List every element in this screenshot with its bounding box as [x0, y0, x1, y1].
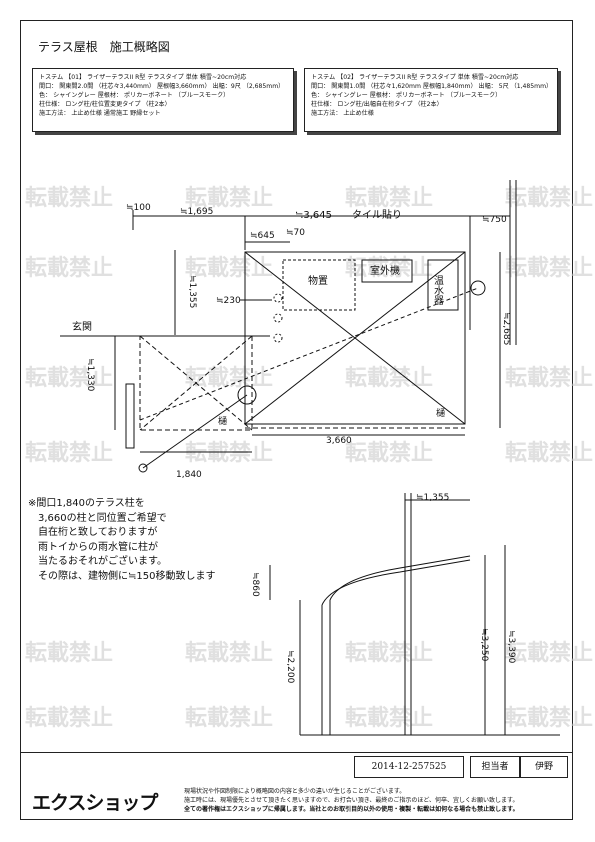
watermark: 転載禁止 [345, 365, 433, 391]
dim-label: ≒1,330 [85, 358, 95, 392]
watermark: 転載禁止 [185, 705, 273, 731]
watermark: 転載禁止 [185, 255, 273, 281]
door-mark [125, 383, 135, 449]
tantou-label: 担当者 [470, 756, 520, 778]
pole [273, 333, 283, 343]
spec-line: 施工方法： 上止め仕様 [311, 110, 374, 117]
watermark: 転載禁止 [505, 185, 593, 211]
watermark: 転載禁止 [25, 365, 113, 391]
note-line: 雨トイからの雨水管に柱が [38, 541, 158, 553]
dim-label: 3,660 [326, 436, 352, 446]
watermark: 転載禁止 [25, 640, 113, 666]
dim-label: ≒645 [250, 231, 275, 241]
spec-line: 間口： 関東間2.0間 （柱芯々3,440mm） 屋根幅3,660mm） 出幅：… [39, 83, 285, 90]
note-line: 当たるおそれがございます。 [38, 556, 167, 568]
outdoor-unit-label: 室外機 [370, 264, 400, 277]
spec-line: 柱仕様： ロング柱/出幅自在桁タイプ （柱2本） [311, 101, 443, 108]
watermark: 転載禁止 [345, 440, 433, 466]
watermark: 転載禁止 [185, 185, 273, 211]
page-title: テラス屋根 施工概略図 [38, 40, 170, 54]
watermark: 転載禁止 [185, 440, 273, 466]
watermark: 転載禁止 [345, 185, 433, 211]
pole [273, 313, 283, 323]
dim-label: ≒1,355 [187, 275, 197, 308]
footer-line: 施工時には、現場優先とさせて頂きたく思いますので、お打合い頂き、最終のご指示のほ… [184, 797, 519, 804]
watermark: 転載禁止 [505, 255, 593, 281]
watermark: 転載禁止 [505, 705, 593, 731]
doc-number: 2014-12-257525 [354, 756, 464, 778]
spec-box-01: トステム 【01】 ライザーテラスII R型 テラスタイプ 単体 積雪~20cm… [32, 68, 294, 132]
dim-label: 1,840 [176, 470, 202, 480]
watermark: 転載禁止 [25, 705, 113, 731]
watermark: 転載禁止 [25, 185, 113, 211]
storage-shed [282, 259, 356, 311]
spec-line: 柱仕様： ロング柱/柱位置変更タイプ （柱2本） [39, 101, 171, 108]
watermark: 転載禁止 [505, 365, 593, 391]
spec-box-02: トステム 【02】 ライザーテラスII R型 テラスタイプ 単体 積雪~20cm… [304, 68, 558, 132]
roof-diagonal [139, 335, 253, 431]
dim-label: ≒230 [216, 296, 241, 306]
spec-line: 色： シャイングレー 屋根材： ポリカーボネート （ブルースモーク） [311, 92, 502, 99]
spec-line: トステム 【01】 ライザーテラスII R型 テラスタイプ 単体 積雪~20cm… [39, 74, 247, 81]
note-line: ※間口1,840のテラス柱を [28, 498, 145, 509]
watermark: 転載禁止 [25, 255, 113, 281]
drawing-frame [20, 20, 573, 820]
watermark: 転載禁止 [505, 640, 593, 666]
dim-label: ≒2,200 [285, 650, 295, 684]
terrace-main [244, 251, 466, 425]
watermark: 転載禁止 [505, 440, 593, 466]
post-marker [138, 463, 148, 473]
spec-line: 施工方法： 上止め仕様 通常施工 野縁セット [39, 110, 161, 117]
footer-divider [20, 752, 573, 753]
gutter-label: 樋 [436, 407, 445, 419]
note-line: 自在桁と致しておりますが [38, 527, 158, 539]
note-line: 3,660の柱と同位置ご希望で [38, 512, 167, 524]
water-heater-label: 温水器 [432, 275, 444, 306]
storage-label: 物置 [308, 274, 328, 287]
watermark: 転載禁止 [345, 705, 433, 731]
watermark: 転載禁止 [345, 640, 433, 666]
tile-label: タイル貼り [352, 208, 402, 221]
dim-label: ≒3,645 [295, 210, 332, 221]
tantou-name: 伊野 [520, 756, 568, 778]
pole [273, 293, 283, 303]
watermark: 転載禁止 [25, 440, 113, 466]
watermark: 転載禁止 [185, 640, 273, 666]
dim-label: ≒70 [286, 228, 305, 238]
water-heater [427, 259, 459, 311]
note-line: その際は、建物側に≒150移動致します [38, 570, 216, 582]
company-logo: エクスショップ [32, 792, 158, 814]
gutter-label: 樋 [218, 415, 227, 427]
watermark: 転載禁止 [185, 365, 273, 391]
dim-label: ≒2,685 [501, 312, 511, 345]
drain-line [139, 287, 479, 421]
dim-label: ≒3,390 [506, 630, 516, 664]
roof-arc [329, 555, 471, 601]
footer-disclaimer: 現場状況や作図制限により概略図の内容と多少の違いが生じることがございます。 施工… [184, 787, 519, 814]
roof-arc [321, 559, 471, 606]
footer-line: 現場状況や作図制限により概略図の内容と多少の違いが生じることがございます。 [184, 788, 406, 795]
downpipe [237, 385, 257, 405]
spec-line: 間口： 関東間1.0間 （柱芯々1,620mm 屋根幅1,840mm） 出幅： … [311, 83, 553, 90]
footer-line: 全ての著作権はエクスショップに帰属します。当社とのお取引目的以外の使用・複製・転… [184, 806, 519, 813]
outdoor-unit [361, 259, 413, 283]
entrance-label: 玄関 [72, 320, 92, 333]
spec-line: トステム 【02】 ライザーテラスII R型 テラスタイプ 単体 積雪~20cm… [311, 74, 519, 81]
dim-label: ≒750 [482, 215, 507, 225]
watermark: 転載禁止 [345, 255, 433, 281]
spec-line: 色： シャイングレー 屋根材： ポリカーボネート （ブルースモーク） [39, 92, 230, 99]
note-block: ※間口1,840のテラス柱を 3,660の柱と同位置ご希望で 自在桁と致しており… [28, 497, 215, 585]
dim-label: ≒1,695 [180, 207, 213, 217]
drain-line [142, 394, 248, 469]
dim-label: ≒100 [126, 203, 151, 213]
water-heater-pipe [470, 280, 486, 296]
dim-label: ≒860 [250, 572, 260, 597]
dim-label: ≒1,355 [416, 493, 449, 503]
dim-label: ≒3,250 [479, 628, 489, 662]
